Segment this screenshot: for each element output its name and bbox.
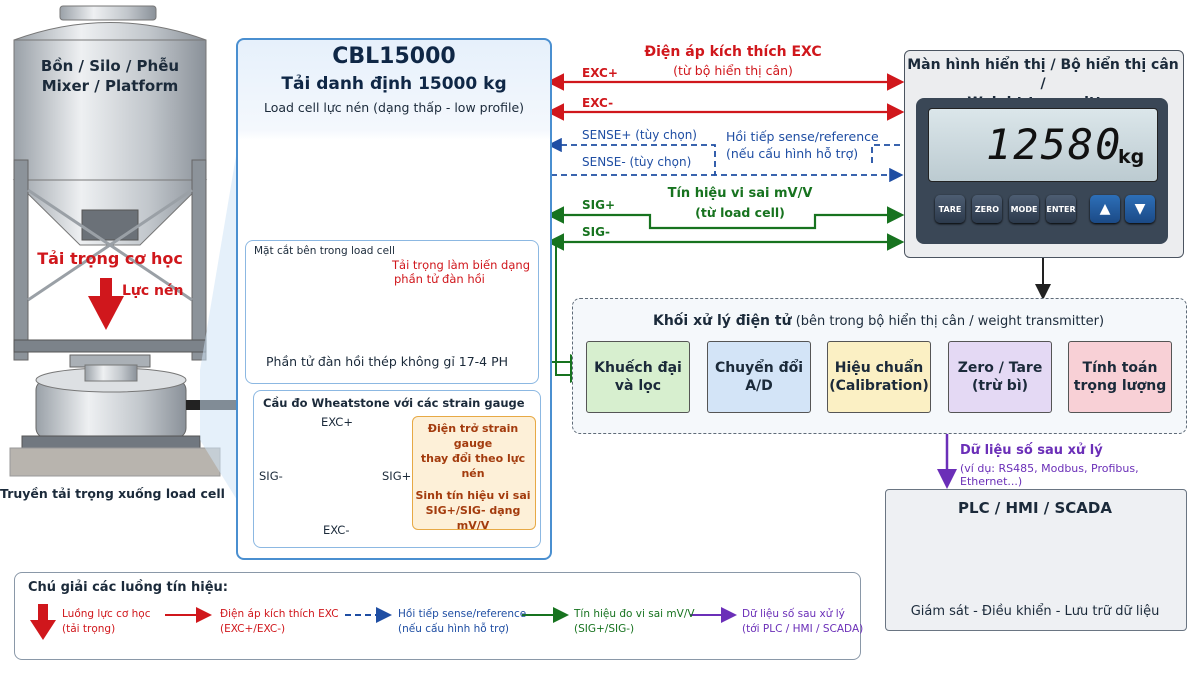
sig-minus-label: SIG- [582, 225, 610, 239]
sense-title: Hồi tiếp sense/reference [726, 129, 879, 144]
legend-title: Chú giải các luồng tín hiệu: [28, 580, 228, 595]
down-arrow-icon: ▼ [1134, 201, 1146, 217]
enter-button[interactable]: ENTER [1046, 195, 1076, 223]
legend-exc-line2: (EXC+/EXC-) [220, 623, 286, 635]
digital-data-subtitle: (ví dụ: RS485, Modbus, Profibus, Etherne… [960, 462, 1139, 488]
strain-note-top: Điện trở strain gauge thay đổi theo lực … [412, 421, 534, 481]
display-title-line1: Màn hình hiển thị / Bộ hiển thị cân / [907, 57, 1179, 92]
exc-title: Điện áp kích thích EXC [644, 44, 822, 60]
sense-minus-label: SENSE- (tùy chọn) [582, 155, 692, 169]
strain-note-line4: SIG+/SIG- dạng mV/V [425, 504, 521, 532]
lcd-screen [928, 108, 1158, 182]
legend-item-data: Dữ liệu số sau xử lý (tới PLC / HMI / SC… [742, 607, 863, 637]
weight-reading: 12580 [986, 120, 1123, 169]
bridge-exc-minus: EXC- [323, 523, 350, 537]
strain-note-box [412, 416, 536, 530]
up-arrow-icon: ▲ [1099, 201, 1111, 217]
legend-symbols [30, 604, 737, 640]
cross-section-box [245, 240, 539, 384]
silo-title-line2: Mixer / Platform [41, 77, 179, 95]
down-arrow-button[interactable]: ▼ [1125, 195, 1155, 223]
weight-unit: kg [1118, 146, 1145, 168]
bridge-box [253, 390, 541, 548]
processing-title: Khối xử lý điện tử (bên trong bộ hiển th… [572, 313, 1185, 329]
compression-label: Lực nén [122, 283, 184, 299]
sense-plus-label: SENSE+ (tùy chọn) [582, 128, 697, 142]
silo-caption: Truyền tải trọng xuống load cell [0, 486, 225, 501]
plc-caption: Giám sát - Điều khiển - Lưu trữ dữ liệu [910, 604, 1160, 619]
plc-hmi-scada-panel [885, 489, 1187, 631]
sig-subtitle: (từ load cell) [695, 205, 785, 220]
silo-title-line1: Bồn / Silo / Phễu [40, 57, 180, 75]
block-adc: Chuyển đổi A/D [707, 341, 811, 413]
processing-title-main: Khối xử lý điện tử [652, 313, 792, 329]
cross-section-note-line2: phần tử đàn hồi [394, 272, 485, 286]
legend-signal-line1: Tín hiệu đo vi sai mV/V [574, 608, 695, 620]
sense-lines [547, 137, 904, 183]
block-calibration: Hiệu chuẩn (Calibration) [827, 341, 931, 413]
legend-sense-line1: Hồi tiếp sense/reference [398, 608, 527, 620]
bridge-exc-plus: EXC+ [321, 415, 353, 429]
silo-drawing [9, 5, 236, 477]
cross-section-title: Mặt cắt bên trong load cell [254, 245, 395, 257]
legend-data-line1: Dữ liệu số sau xử lý [742, 608, 845, 620]
sense-description: Hồi tiếp sense/reference (nếu cấu hình h… [726, 128, 879, 162]
legend-item-exc: Điện áp kích thích EXC (EXC+/EXC-) [220, 607, 339, 637]
loadcell-panel [236, 38, 552, 560]
bridge-sig-minus: SIG- [259, 469, 283, 483]
legend-exc-line1: Điện áp kích thích EXC [220, 608, 339, 620]
legend-item-signal: Tín hiệu đo vi sai mV/V (SIG+/SIG-) [574, 607, 695, 637]
exc-minus-label: EXC- [582, 96, 614, 110]
rated-capacity: Tải danh định 15000 kg [281, 74, 507, 94]
legend-sense-line2: (nếu cấu hình hỗ trợ) [398, 623, 509, 635]
zoom-wedge [200, 150, 237, 500]
legend-box [14, 572, 861, 660]
sig-title: Tín hiệu vi sai mV/V [667, 186, 813, 201]
block-amplifier: Khuếch đại và lọc [586, 341, 690, 413]
strain-note-line1: Điện trở strain gauge [427, 422, 519, 450]
legend-mechanical-line1: Luồng lực cơ học [62, 608, 151, 620]
legend-item-sense: Hồi tiếp sense/reference (nếu cấu hình h… [398, 607, 526, 637]
tare-button[interactable]: TARE [935, 195, 965, 223]
sig-plus-line [546, 206, 905, 230]
strain-note-line2: thay đổi theo lực nén [420, 452, 526, 480]
strain-note-line3: Sinh tín hiệu vi sai [415, 489, 531, 502]
processing-title-sub: (bên trong bộ hiển thị cân / weight tran… [791, 314, 1105, 329]
cross-section-note: Tải trọng làm biến dạng phần tử đàn hồi [392, 258, 530, 286]
bridge-sig-plus: SIG+ [382, 469, 412, 483]
sig-plus-label: SIG+ [582, 198, 616, 212]
silo-title: Bồn / Silo / Phễu Mixer / Platform [25, 56, 195, 96]
block-weight-calc: Tính toán trọng lượng [1068, 341, 1172, 413]
plc-title: PLC / HMI / SCADA [958, 499, 1112, 517]
zero-button[interactable]: ZERO [972, 195, 1002, 223]
strain-note-bottom: Sinh tín hiệu vi sai SIG+/SIG- dạng mV/V [412, 488, 534, 533]
digital-data-title: Dữ liệu số sau xử lý [960, 443, 1103, 458]
sense-subtitle: (nếu cấu hình hỗ trợ) [726, 146, 859, 161]
up-arrow-button[interactable]: ▲ [1090, 195, 1120, 223]
mechanical-load-label: Tải trọng cơ học [37, 249, 183, 268]
model-title: CBL15000 [332, 44, 456, 69]
bridge-title: Cầu đo Wheatstone với các strain gauge [263, 396, 525, 410]
block-zero-tare: Zero / Tare (trừ bì) [948, 341, 1052, 413]
legend-data-line2: (tới PLC / HMI / SCADA) [742, 623, 864, 635]
exc-plus-label: EXC+ [582, 66, 618, 80]
cross-section-caption: Phần tử đàn hồi thép không gỉ 17-4 PH [266, 354, 509, 369]
legend-item-mechanical: Luồng lực cơ học (tải trọng) [62, 607, 150, 637]
legend-signal-line2: (SIG+/SIG-) [574, 623, 635, 635]
loadcell-description: Load cell lực nén (dạng thấp - low profi… [263, 100, 525, 115]
legend-mechanical-line2: (tải trọng) [62, 623, 116, 635]
exc-subtitle: (từ bộ hiển thị cân) [673, 63, 793, 78]
cross-section-note-line1: Tải trọng làm biến dạng [392, 258, 530, 272]
mode-button[interactable]: MODE [1009, 195, 1039, 223]
